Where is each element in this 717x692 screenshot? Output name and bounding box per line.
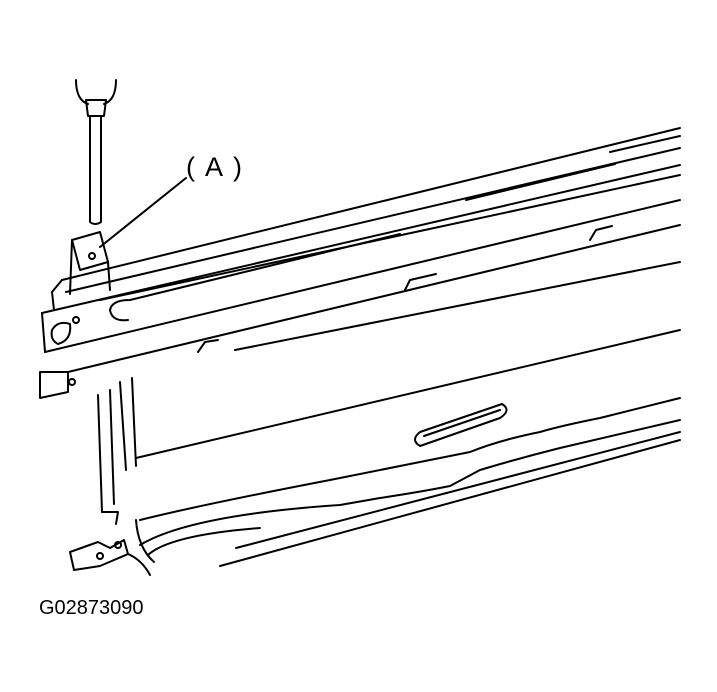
figure-id: G02873090 xyxy=(39,597,144,619)
callout-label-a: ( A ) xyxy=(186,152,245,182)
clip-icon xyxy=(69,231,111,295)
screwdriver-icon xyxy=(75,79,117,225)
callout-leader xyxy=(99,177,187,248)
roof-rail-panel xyxy=(39,127,681,576)
